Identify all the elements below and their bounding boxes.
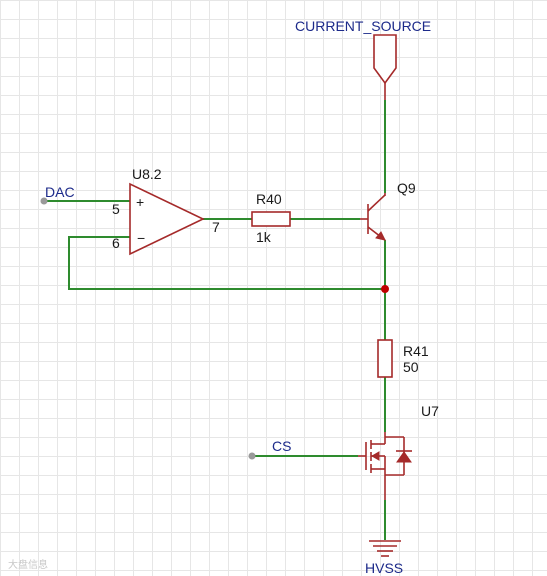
opamp-pin-out-number: 7	[212, 219, 220, 235]
opamp-plus-sign: +	[136, 194, 144, 210]
opamp-pin-minus-number: 6	[112, 235, 120, 251]
q9-ref-label: Q9	[397, 180, 416, 196]
r40-value-label: 1k	[256, 229, 272, 245]
opamp-ref-label: U8.2	[132, 166, 162, 182]
r40-resistor-icon	[251, 211, 291, 227]
r41-resistor-icon	[377, 339, 393, 378]
opamp-pin-plus-number: 5	[112, 201, 120, 217]
r41-value-label: 50	[403, 359, 419, 375]
r40-ref-label: R40	[256, 191, 282, 207]
q9-transistor-icon	[360, 193, 386, 241]
current-source-label: CURRENT_SOURCE	[295, 18, 431, 34]
r41-ref-label: R41	[403, 343, 429, 359]
junction-dot	[381, 285, 389, 293]
wire-feedback-loop	[68, 236, 385, 290]
opamp-triangle-icon	[129, 182, 205, 256]
ground-icon	[369, 540, 401, 557]
wires	[44, 100, 386, 540]
cs-net-label: CS	[272, 438, 291, 454]
cs-pin-dot	[248, 452, 256, 460]
dac-pin-dot	[40, 197, 48, 205]
u7-ref-label: U7	[421, 403, 439, 419]
u7-mosfet-icon	[358, 432, 412, 500]
watermark-text: 大盘信息	[8, 558, 48, 571]
dac-net-label: DAC	[45, 184, 75, 200]
opamp-minus-sign: −	[137, 230, 145, 246]
hvss-net-label: HVSS	[365, 560, 403, 576]
current-source-flag-icon	[373, 34, 397, 85]
